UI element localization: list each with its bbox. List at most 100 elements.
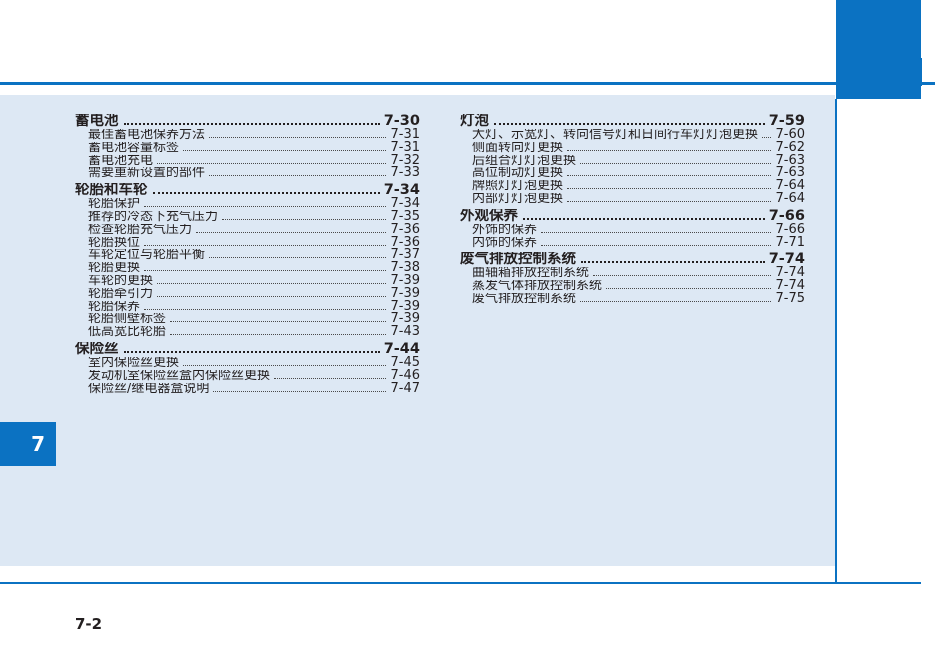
dot-leader [494,123,765,125]
dot-leader [580,300,772,302]
toc-entry: 内部灯灯泡更换 7-64 [460,192,805,206]
dot-leader [567,188,772,190]
toc-entry: 车轮的更换 7-39 [75,272,420,288]
toc-entry-label: 检查轮胎充气压力 [88,223,193,237]
chapter-tab: 7 [0,422,56,466]
toc-page-number: 7-74 [775,278,805,294]
toc-entry: 牌照灯灯泡更换 7-64 [460,179,805,193]
toc-entry-label: 轮胎换位 [88,236,141,250]
dot-leader [123,350,380,353]
dot-leader [581,261,765,264]
bottom-rule [0,582,921,584]
toc-entry: 室内保险丝更换 7-45 [75,354,420,370]
toc-entry: 外饰的保养 7-66 [460,221,805,237]
corner-color-block [836,0,921,99]
toc-entry: 车轮定位与轮胎平衡 7-37 [75,247,420,263]
toc-entry: 蒸发气体排放控制系统 7-74 [460,278,805,294]
dot-leader [183,364,387,366]
toc-entry-label: 蓄电池容量标签 [88,141,180,155]
toc-section-title: 保险丝 [75,341,119,357]
toc-entry: 轮胎换位 7-36 [75,236,420,250]
dot-leader [541,244,772,246]
toc-entry: 低高宽比轮胎 7-43 [75,324,420,340]
toc-entry-label: 轮胎保养 [88,300,141,314]
toc-entry-label: 轮胎侧壁标签 [88,313,167,327]
toc-entry-label: 外饰的保养 [472,223,538,237]
toc-page-number: 7-75 [775,290,805,306]
toc-entry: 轮胎牵引力 7-39 [75,285,420,301]
toc-section-title: 灯泡 [460,114,489,129]
toc-entry: 蓄电池容量标签 7-31 [75,139,420,155]
toc-page-number: 7-31 [390,139,420,155]
toc-section-title: 外观保养 [460,208,518,224]
toc-section-heading: 蓄电池 7-30 [75,114,420,129]
toc-page-number: 7-39 [390,311,420,327]
toc-entry-label: 发动机室保险丝盒内保险丝更换 [88,369,271,383]
dot-leader [183,149,387,151]
toc-section-title: 废气排放控制系统 [460,252,576,268]
toc-page-number: 7-39 [390,272,420,288]
toc-entry: 侧面转向灯更换 7-62 [460,141,805,155]
toc-page-number: 7-45 [390,354,420,370]
toc-page-number: 7-43 [390,324,420,340]
toc-entry: 最佳蓄电池保养方法 7-31 [75,128,420,142]
toc-entry-label: 侧面转向灯更换 [472,141,564,155]
dot-leader [123,123,380,125]
dot-leader [209,137,387,138]
toc-entry-label: 低高宽比轮胎 [88,326,167,339]
dot-leader [222,218,387,220]
dot-leader [274,377,387,379]
dot-leader [762,137,772,138]
toc-entry: 发动机室保险丝盒内保险丝更换 7-46 [75,367,420,383]
toc-page-number: 7-74 [768,251,805,268]
toc-page-number: 7-34 [383,182,420,199]
toc-page-number: 7-36 [390,221,420,237]
dot-leader [580,162,772,164]
dot-leader [567,175,772,177]
toc-section-heading: 废气排放控制系统 7-74 [460,252,805,267]
dot-leader [196,231,387,233]
toc-entry: 轮胎侧壁标签 7-39 [75,311,420,327]
dot-leader [157,295,387,297]
toc-entry-label: 后组合灯灯泡更换 [472,154,577,168]
toc-entry-label: 牌照灯灯泡更换 [472,180,564,193]
toc-page-number: 7-46 [390,367,420,383]
toc-entry: 高位制动灯更换 7-63 [460,166,805,180]
dot-leader [567,200,772,202]
toc-entry-label: 内部灯灯泡更换 [472,192,564,206]
dot-leader [209,175,387,177]
dot-leader [606,288,772,290]
dot-leader [152,192,380,195]
toc-page-number: 7-47 [390,380,420,396]
toc-page-number: 7-63 [775,152,805,168]
toc-entry-label: 推荐的冷态下充气压力 [88,210,219,224]
toc-page-number: 7-30 [383,113,420,129]
toc-entry: 推荐的冷态下充气压力 7-35 [75,210,420,224]
toc-entry-label: 最佳蓄电池保养方法 [88,129,206,142]
toc-entry-label: 轮胎保护 [88,198,141,211]
dot-leader [567,149,772,151]
toc-page-number: 7-34 [390,196,420,212]
toc-entry: 大灯、示宽灯、转向信号灯和日间行车灯灯泡更换 7-60 [460,128,805,142]
toc-page-number: 7-39 [390,298,420,314]
toc-entry: 曲轴箱排放控制系统 7-74 [460,266,805,280]
toc-entry: 保险丝/继电器盒说明 7-47 [75,380,420,396]
toc-entry-label: 废气排放控制系统 [472,292,577,306]
toc-section-heading: 轮胎和车轮 7-34 [75,183,420,198]
toc-panel [0,95,835,566]
dot-leader [213,390,387,392]
dot-leader [144,206,387,208]
toc-page-number: 7-37 [390,247,420,263]
corner-tick-line [920,58,922,86]
dot-leader [170,321,387,323]
dot-leader [593,275,772,277]
toc-entry-label: 蒸发气体排放控制系统 [472,280,603,293]
toc-page-number: 7-66 [775,221,805,237]
toc-entry-label: 蓄电池充电 [88,154,154,168]
toc-page-number: 7-66 [768,207,805,224]
toc-page-number: 7-39 [390,285,420,301]
dot-leader [541,231,772,233]
page-number: 7-2 [75,615,103,633]
toc-page-number: 7-59 [768,113,805,129]
toc-entry: 废气排放控制系统 7-75 [460,290,805,306]
